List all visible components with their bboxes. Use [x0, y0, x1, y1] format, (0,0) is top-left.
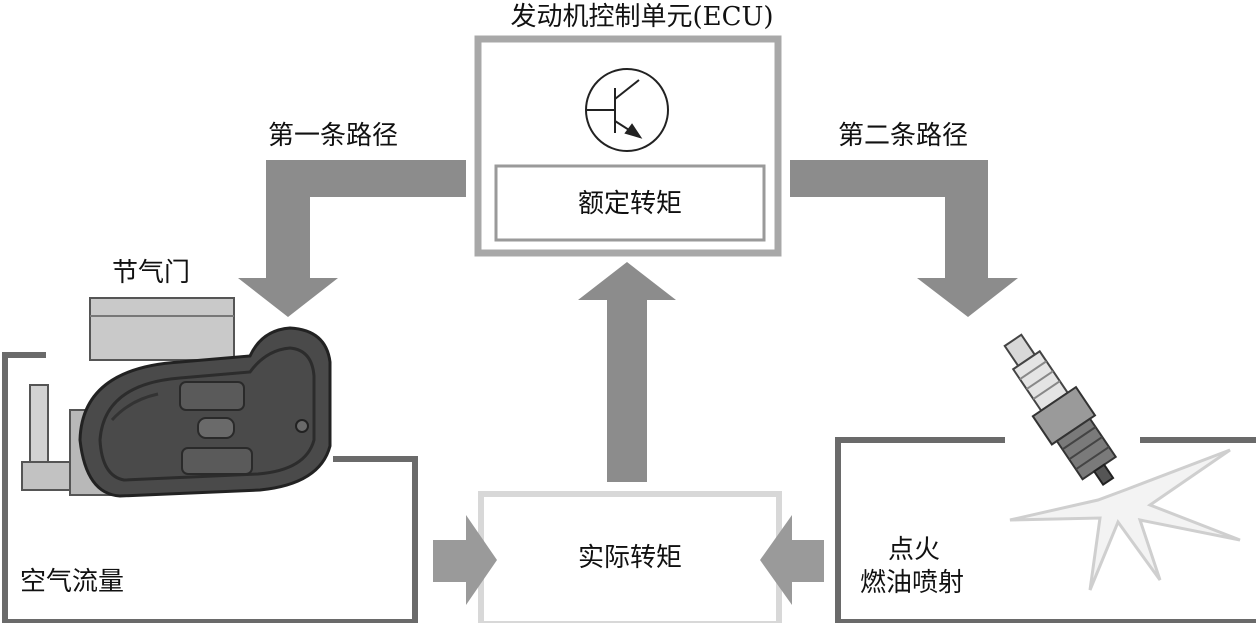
- rated-torque-box: [494, 164, 766, 242]
- left-input-arrow: [433, 515, 497, 605]
- air-flow-label: 空气流量: [20, 567, 125, 597]
- throttle-body-icon: [21, 297, 332, 498]
- ecu-title: 发动机控制单元(ECU): [510, 2, 774, 32]
- transistor-icon: [585, 68, 669, 152]
- throttle-label: 节气门: [112, 258, 191, 288]
- feedback-up-arrow: [578, 262, 676, 482]
- path-one-label: 第一条路径: [268, 121, 399, 151]
- fuel-injection-label: 燃油喷射: [860, 568, 965, 598]
- ignition-frame: [835, 437, 1256, 623]
- rated-torque-label: 额定转矩: [577, 189, 682, 219]
- spark-icon: [1009, 448, 1241, 591]
- path-one-arrow: [238, 160, 466, 317]
- ignition-label: 点火: [888, 535, 941, 565]
- path-two-arrow: [790, 160, 1018, 317]
- path-two-label: 第二条路径: [838, 121, 969, 151]
- air-flow-frame: [2, 352, 418, 623]
- spark-plug-icon: [1003, 333, 1118, 487]
- actual-torque-label: 实际转矩: [577, 543, 682, 573]
- right-input-arrow: [760, 515, 824, 605]
